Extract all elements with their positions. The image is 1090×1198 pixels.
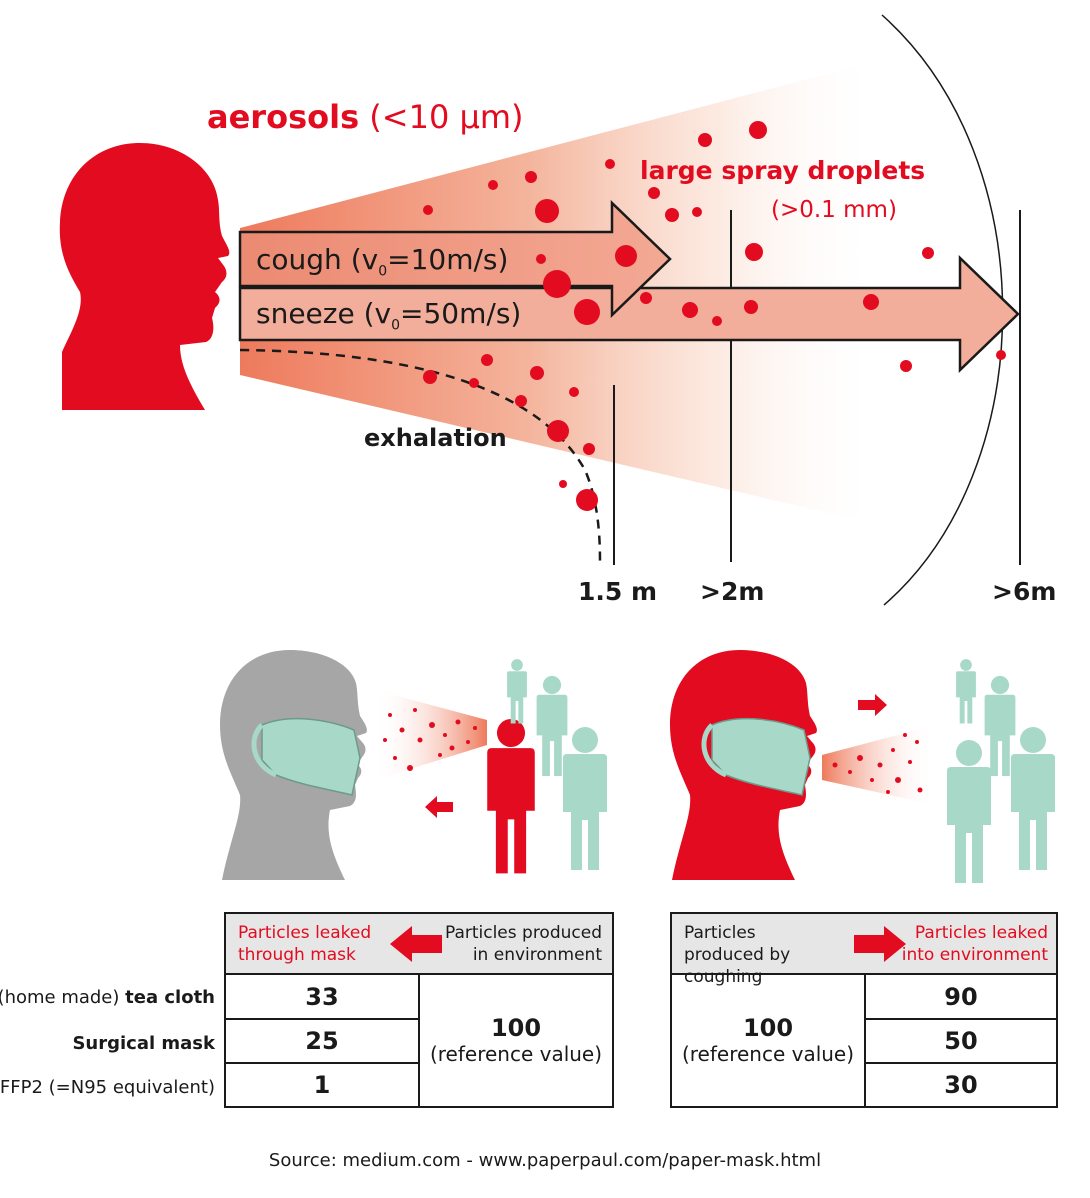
droplets [423, 121, 1006, 511]
cough-label-sub: 0 [378, 263, 388, 280]
exhalation-label: exhalation [364, 424, 507, 452]
left-table-header: Particles leaked through mask Particles … [224, 912, 614, 975]
aerosols-size: (<10 μm) [369, 98, 524, 136]
distance-label-1-5m: 1.5 m [578, 577, 658, 606]
sneeze-arrow [238, 255, 1020, 373]
distance-label-2m: >2m [700, 577, 765, 606]
left-reference-label: (reference value) [429, 1041, 603, 1066]
row-label-surgical: Surgical mask [72, 1033, 215, 1054]
large-droplets-size: (>0.1 mm) [771, 197, 897, 223]
cough-arrow [238, 200, 672, 318]
right-reference-cell: 100 (reference value) [670, 973, 866, 1108]
left-header-leaked: Particles leaked through mask [238, 923, 372, 965]
large-droplets-label: large spray droplets [640, 156, 926, 185]
right-table-header: Particles produced by coughing Particles… [670, 912, 1058, 987]
arrow-left-icon-table [390, 926, 442, 962]
row-label-tea-cloth-prefix: (home made) [0, 987, 126, 1008]
head-silhouette-red [59, 143, 230, 410]
spray-dots-right [832, 733, 923, 794]
cough-label-prefix: cough (v [256, 243, 379, 276]
row-label-tea-cloth-bold: tea cloth [125, 987, 215, 1008]
right-value-1: 90 [864, 973, 1058, 1020]
right-value-2: 50 [864, 1018, 1058, 1064]
right-header-leaked: Particles leaked into environment [901, 923, 1048, 965]
mask-icon-right [711, 717, 811, 796]
left-value-ffp2: 1 [224, 1062, 420, 1108]
mask-scenarios [220, 650, 1055, 883]
person-red [487, 718, 535, 874]
left-reference-value: 100 [490, 1013, 542, 1042]
arrow-left-icon [425, 796, 453, 818]
left-header-produced: Particles produced in environment [444, 923, 602, 965]
row-label-tea-cloth: (home made) tea cloth [0, 987, 215, 1008]
sneeze-label-prefix: sneeze (v [256, 297, 392, 330]
people-mint-right [947, 659, 1055, 883]
aerosols-label-bold: aerosols [207, 98, 360, 136]
left-value-surgical: 25 [224, 1018, 420, 1064]
right-reference-value: 100 [742, 1013, 794, 1042]
mask-icon-left [261, 717, 361, 796]
right-header-produced: Particles produced by coughing [684, 923, 791, 987]
row-label-ffp2: FFP2 (=N95 equivalent) [0, 1077, 215, 1098]
source-citation: Source: medium.com - www.paperpaul.com/p… [268, 1150, 822, 1171]
spray-left [375, 690, 487, 780]
row-label-surgical-bold: Surgical mask [72, 1033, 215, 1054]
left-value-tea-cloth: 33 [224, 973, 420, 1020]
left-reference-cell: 100 (reference value) [418, 973, 614, 1108]
arrow-right-icon [858, 694, 887, 716]
cough-label-suffix: =10m/s) [387, 243, 509, 276]
sneeze-label-suffix: =50m/s) [400, 297, 522, 330]
row-label-ffp2-text: FFP2 (=N95 equivalent) [0, 1077, 215, 1098]
cough-label: cough (v0=10m/s) [256, 243, 508, 280]
sneeze-label-sub: 0 [391, 317, 401, 334]
sneeze-label: sneeze (v0=50m/s) [256, 297, 521, 334]
spray-dots-left [383, 708, 477, 771]
spread-diagram [59, 14, 1021, 606]
right-reference-label: (reference value) [681, 1041, 855, 1066]
aerosols-label: aerosols (<10 μm) [207, 98, 523, 136]
distance-label-6m: >6m [992, 577, 1057, 606]
right-value-3: 30 [864, 1062, 1058, 1108]
arrow-right-icon-table [854, 926, 906, 962]
